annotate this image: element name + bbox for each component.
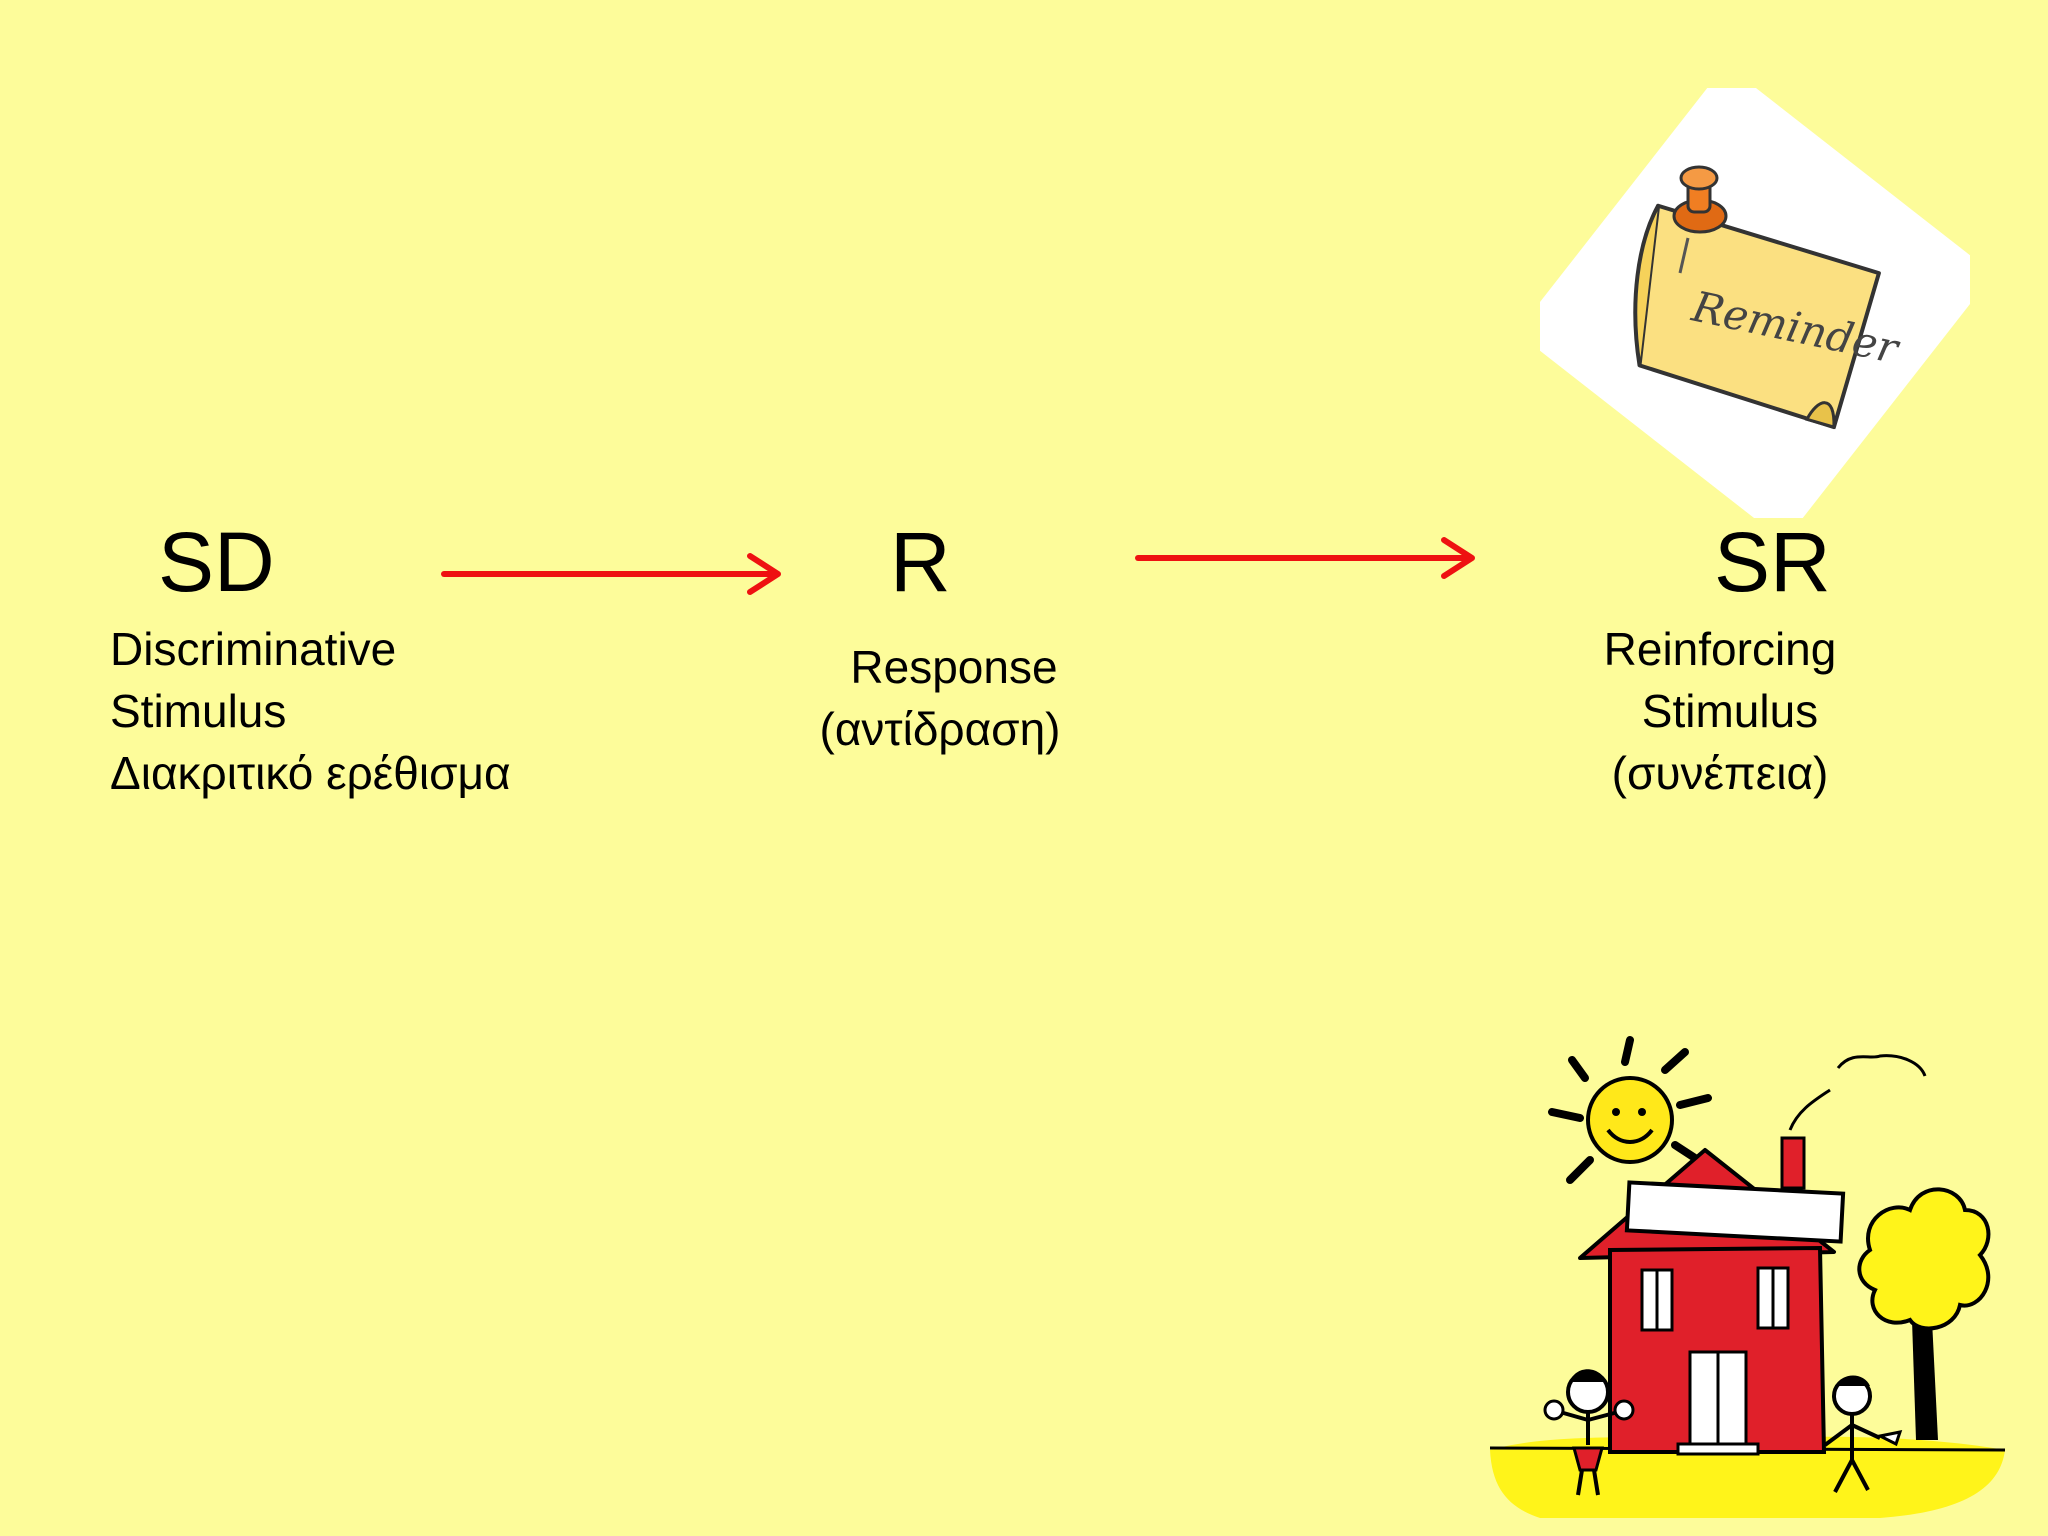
pushpin-icon xyxy=(1672,165,1728,274)
house-scene-image xyxy=(1489,1036,2006,1518)
node-sr-line-3: (συνέπεια) xyxy=(1611,747,1829,799)
edge-sd-to-r-arrow xyxy=(441,553,781,595)
node-sr-line-1: Reinforcing xyxy=(1603,623,1837,675)
node-sd-line-2: Stimulus xyxy=(110,685,287,737)
edge-r-to-sr-arrow xyxy=(1135,537,1475,579)
house-icon xyxy=(1578,1054,1927,1456)
reminder-note-image: Reminder xyxy=(1540,88,1970,518)
node-sr-line-2: Stimulus xyxy=(1641,685,1819,737)
child-icon xyxy=(1823,1375,1903,1493)
node-sr-abbr: SR xyxy=(1714,515,1831,609)
node-r-line-1: Response xyxy=(850,641,1058,693)
sun-icon xyxy=(1548,1036,1712,1184)
node-sd-line-1: Discriminative xyxy=(110,623,397,675)
node-r-abbr: R xyxy=(890,515,951,609)
tree-icon xyxy=(1857,1187,1991,1440)
node-sd-description: Discriminative Stimulus Διακριτικό ερέθι… xyxy=(110,618,511,804)
node-r-line-2: (αντίδραση) xyxy=(819,703,1061,755)
child-icon xyxy=(1543,1369,1635,1496)
node-sr-description: Reinforcing Stimulus (συνέπεια) xyxy=(1590,618,1850,804)
node-sd-line-3: Διακριτικό ερέθισμα xyxy=(110,747,511,799)
node-r-description: Response (αντίδραση) xyxy=(800,636,1080,760)
node-sd-abbr: SD xyxy=(158,515,275,609)
